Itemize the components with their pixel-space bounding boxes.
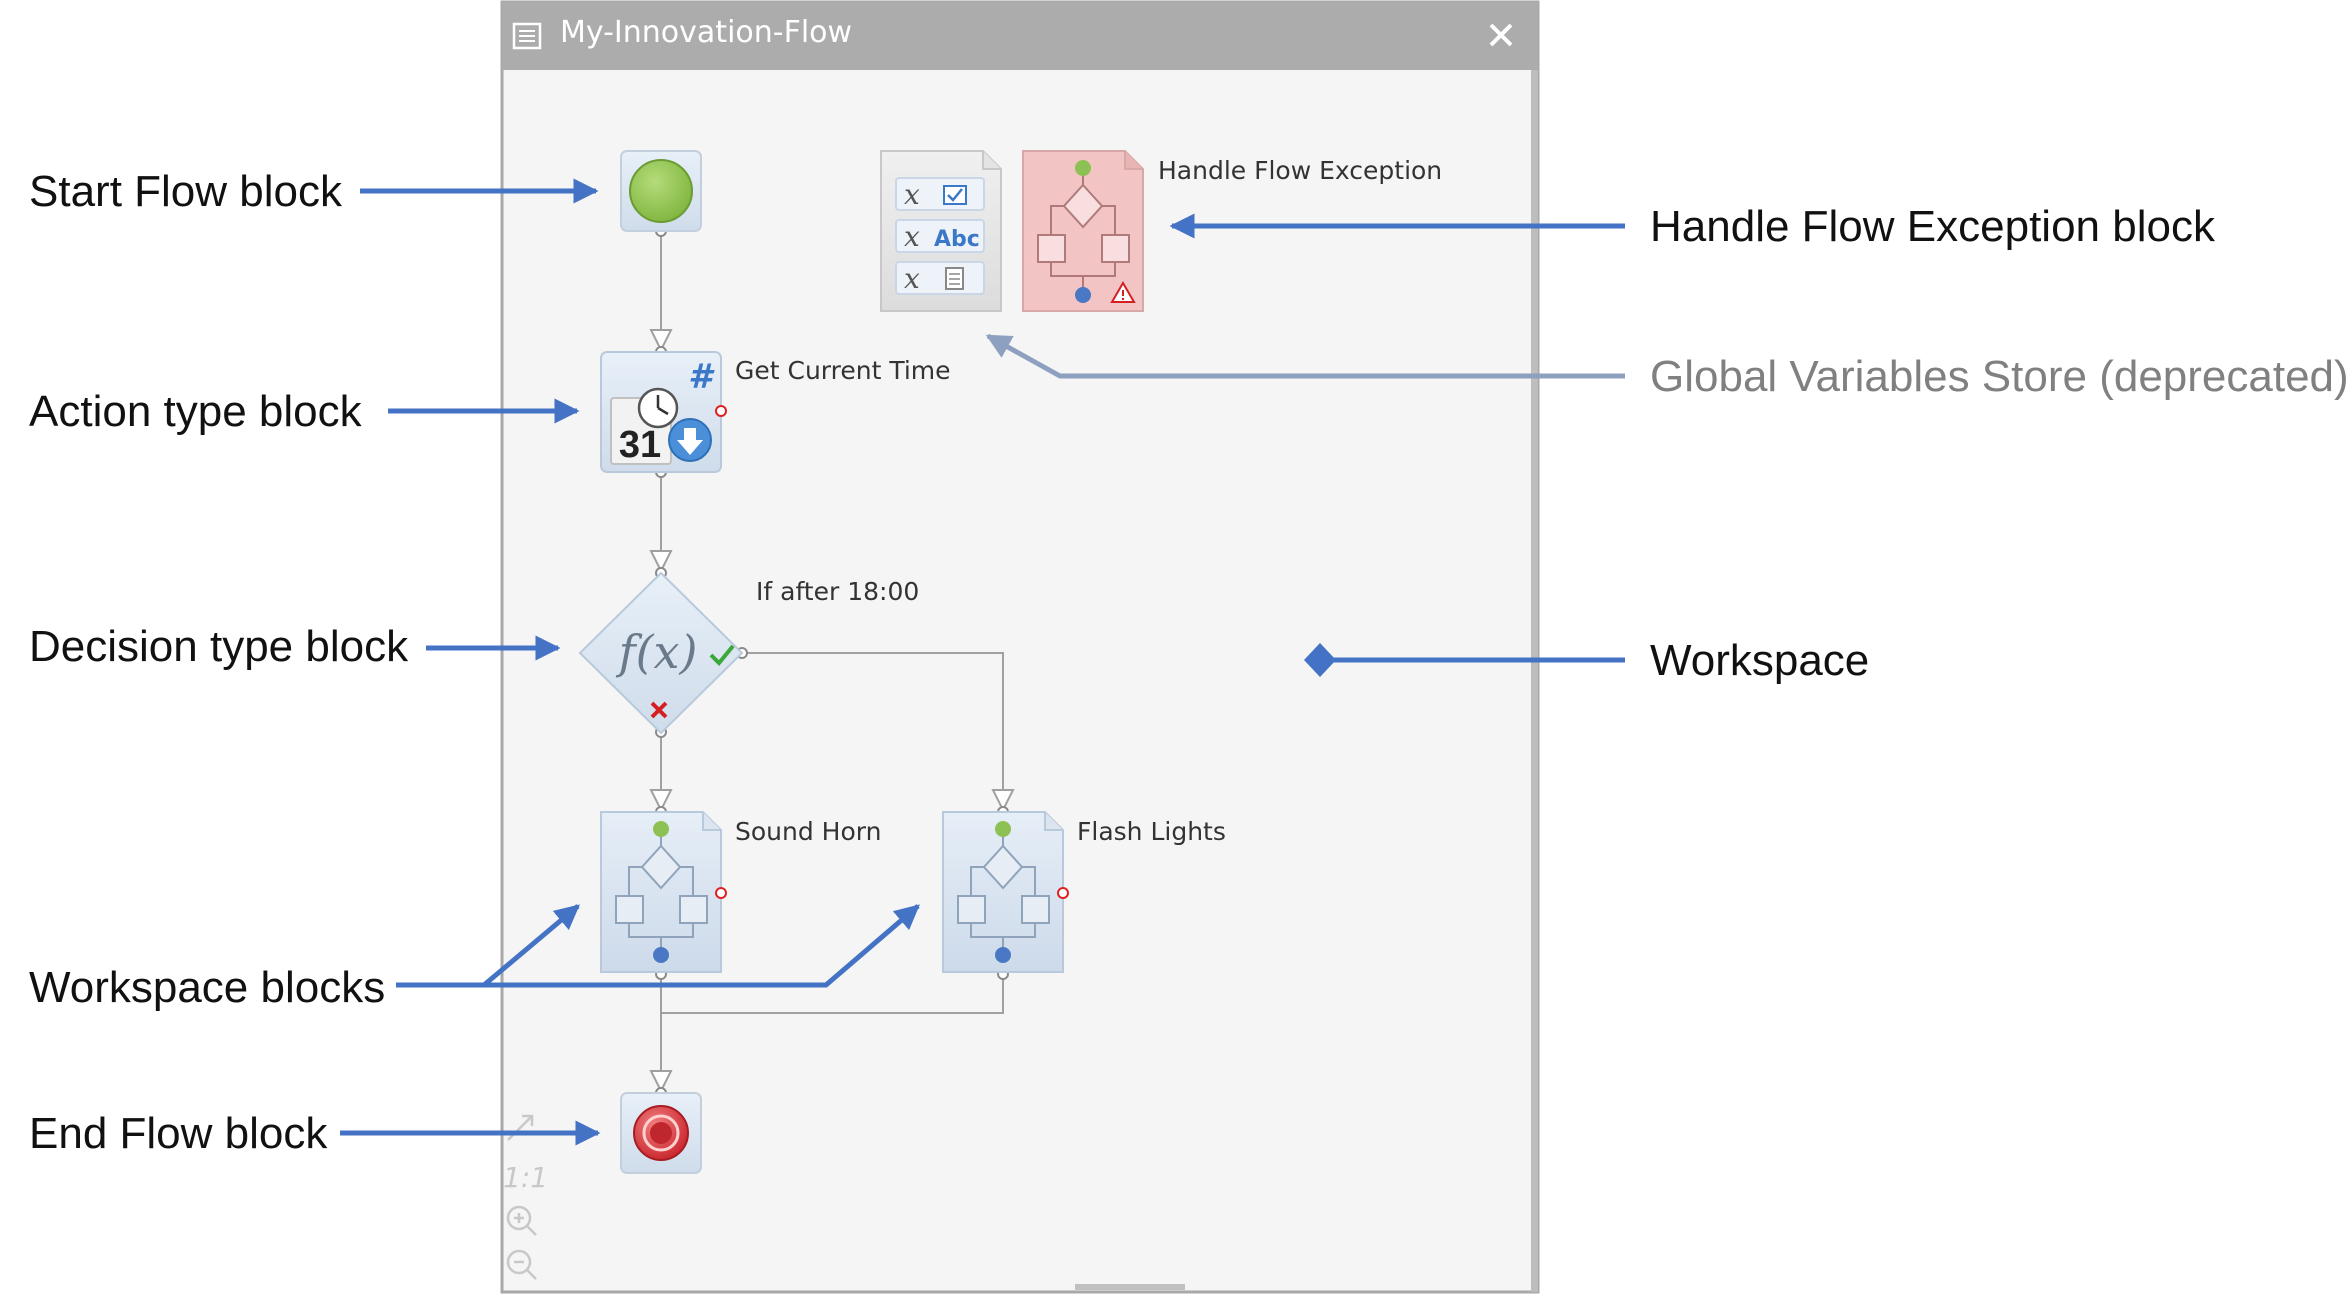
window-titlebar <box>502 2 1538 70</box>
warning-icon <box>1110 281 1136 303</box>
variable-row-3-symbol: x <box>904 262 920 295</box>
connector-decision-to-lights <box>742 652 1004 793</box>
close-icon[interactable] <box>1489 23 1513 47</box>
callout-decision-type: Decision type block <box>29 622 409 671</box>
exception-subflow-icon <box>1037 171 1130 290</box>
label-get-current-time: Get Current Time <box>735 356 951 385</box>
error-port[interactable] <box>1057 887 1069 899</box>
label-handle-flow-exception: Handle Flow Exception <box>1158 156 1443 185</box>
variable-row-2-value: Abc <box>934 227 980 252</box>
error-port[interactable] <box>715 887 727 899</box>
callout-start-flow: Start Flow block <box>29 167 342 216</box>
true-branch-check-icon <box>709 644 735 666</box>
callout-handle-exception: Handle Flow Exception block <box>1650 202 2215 251</box>
variables-document-icon: x x x Abc <box>895 177 985 295</box>
callout-arrows <box>340 178 1625 1146</box>
green-circle-icon <box>629 159 693 223</box>
calendar-clock-icon: 31 # <box>610 357 715 466</box>
callout-workspace: Workspace <box>1650 636 1870 685</box>
callout-action-type: Action type block <box>29 387 362 436</box>
zoom-in-icon[interactable] <box>506 1205 537 1236</box>
decision-block-if-after-18[interactable]: f(x) <box>578 571 744 735</box>
subflow-icon <box>615 832 708 952</box>
red-stop-icon <box>633 1105 689 1161</box>
label-if-after-18: If after 18:00 <box>756 577 920 606</box>
callout-workspace-blocks: Workspace blocks <box>29 963 386 1012</box>
subflow-start-dot <box>995 821 1011 837</box>
horizontal-scrollbar[interactable] <box>1075 1284 1185 1290</box>
false-branch-x-icon <box>650 701 668 719</box>
subflow-start-dot <box>653 821 669 837</box>
variable-row-1-symbol: x <box>904 178 920 211</box>
start-flow-block[interactable] <box>620 150 702 232</box>
svg-text:f(x): f(x) <box>616 625 698 679</box>
error-port[interactable] <box>715 405 727 417</box>
workspace-diamond-marker <box>1304 643 1336 677</box>
subflow-end-dot <box>1075 287 1091 303</box>
label-flash-lights: Flash Lights <box>1077 817 1226 846</box>
svg-text:#: # <box>688 357 715 397</box>
callout-global-variables: Global Variables Store (deprecated) <box>1650 352 2349 401</box>
connector-lights-to-end <box>661 974 1004 1014</box>
end-flow-block[interactable] <box>620 1092 702 1174</box>
action-block-get-current-time[interactable]: 31 # <box>600 351 727 473</box>
svg-text:31: 31 <box>619 424 661 466</box>
arrow-global-variables <box>985 333 1625 379</box>
workspace-block-sound-horn[interactable] <box>600 811 727 973</box>
workspace-block-flash-lights[interactable] <box>942 811 1069 973</box>
zoom-ratio-button[interactable]: 1:1 <box>503 1161 549 1194</box>
arrow-workspace-blocks-right <box>396 904 920 988</box>
vertical-scrollbar[interactable] <box>1531 70 1538 1292</box>
variable-row-2-symbol: x <box>904 220 920 253</box>
label-sound-horn: Sound Horn <box>735 817 882 846</box>
handle-flow-exception-block[interactable] <box>1022 150 1144 312</box>
connector-arrowheads <box>649 329 1015 1094</box>
callout-end-flow: End Flow block <box>29 1109 328 1158</box>
global-variables-store-block[interactable]: x x x Abc <box>880 150 1002 312</box>
arrow-workspace-blocks-left <box>482 904 580 987</box>
flow-list-icon <box>512 22 542 50</box>
subflow-start-dot <box>1075 160 1091 176</box>
window-title: My-Innovation-Flow <box>560 15 853 50</box>
zoom-controls <box>506 1114 537 1280</box>
zoom-out-icon[interactable] <box>506 1249 537 1280</box>
subflow-icon <box>957 832 1050 952</box>
subflow-end-dot <box>995 947 1011 963</box>
connectors <box>660 231 1004 1093</box>
fit-icon[interactable] <box>507 1114 534 1141</box>
subflow-end-dot <box>653 947 669 963</box>
